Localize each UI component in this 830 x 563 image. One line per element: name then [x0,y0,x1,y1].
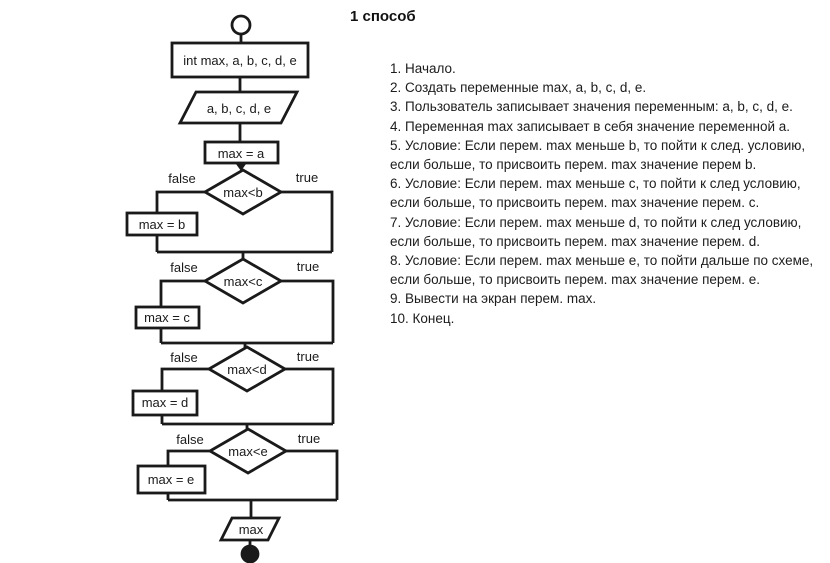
step-item-10: 10. Конец. [390,310,455,326]
output-parallelogram-shape [218,516,282,542]
node-label-assign-c: max = c [144,310,190,325]
page-title: 1 способ [350,8,416,25]
true-branch-line [281,279,335,343]
node-label-assign-d: max = d [142,395,189,410]
node-label-declare: int max, a, b, c, d, e [183,53,296,68]
branch-label-true: true [298,431,320,446]
step-item-3: 3. Пользователь записывает значения пере… [390,99,793,115]
step-item-1: 1. Начало. [390,61,456,76]
node-label-assign-b: max = b [139,217,186,232]
assign-c-process-shape [134,305,201,330]
flowchart-diagram: int max, a, b, c, d, e a, b, c, d, e max… [125,14,339,563]
branch-label-true: true [296,170,318,185]
branch-label-false: false [170,260,197,275]
true-branch-line [281,190,334,252]
start-terminator [230,14,252,36]
step-item-4: 4. Переменная max записывает в себя знач… [390,118,791,134]
branch-label-true: true [297,259,319,274]
steps-list: 1. Начало. 2. Создать переменные max, a,… [390,59,830,328]
assign-b-process-shape [125,211,199,237]
node-label-cond-e: max<e [228,444,267,459]
branch-label-false: false [176,432,203,447]
branch-label-false: false [170,350,197,365]
node-label-input: a, b, c, d, e [207,101,271,116]
node-label-cond-b: max<b [223,185,262,200]
branch-label-true: true [297,349,319,364]
input-parallelogram-shape [177,90,300,125]
node-label-output: max [239,522,264,537]
true-branch-line [285,367,335,424]
end-terminator [240,544,260,563]
true-branch-line [286,449,339,500]
assign-e-process-shape [136,464,207,495]
step-item-5: 5. Условие: Если перем. max меньше b, то… [390,137,806,173]
node-label-assign-e: max = e [148,472,195,487]
step-item-9: 9. Вывести на экран перем. max. [390,291,597,307]
step-item-2: 2. Создать переменные max, a, b, c, d, e… [390,80,647,96]
node-label-cond-d: max<d [227,362,266,377]
node-label-cond-c: max<c [224,274,263,289]
step-item-8: 8. Условие: Если перем. max меньше e, то… [390,253,814,288]
step-item-6: 6. Условие: Если перем. max меньше c, то… [390,176,801,211]
assign-d-process-shape [131,389,199,417]
branch-label-false: false [168,171,195,186]
node-label-assign-a: max = a [218,146,265,161]
arrow-down-icon [236,164,246,171]
step-item-7: 7. Условие: Если перем. max меньше d, то… [390,214,802,249]
